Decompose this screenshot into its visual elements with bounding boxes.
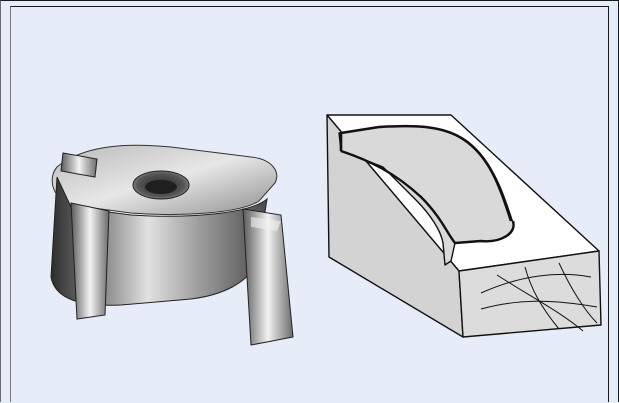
wood-grain <box>480 262 598 332</box>
cutter-back-blade <box>60 152 98 178</box>
figure-panel <box>10 6 609 402</box>
router-cutter-photo <box>50 144 294 346</box>
cutter-right-blade <box>242 208 294 346</box>
groove-wall <box>339 124 513 222</box>
routed-groove-wood-block-drawing <box>326 114 602 338</box>
cutter-left-blade <box>70 202 110 320</box>
block-end-face <box>458 250 602 338</box>
figure-canvas <box>11 7 610 403</box>
figure-svg <box>50 114 602 346</box>
